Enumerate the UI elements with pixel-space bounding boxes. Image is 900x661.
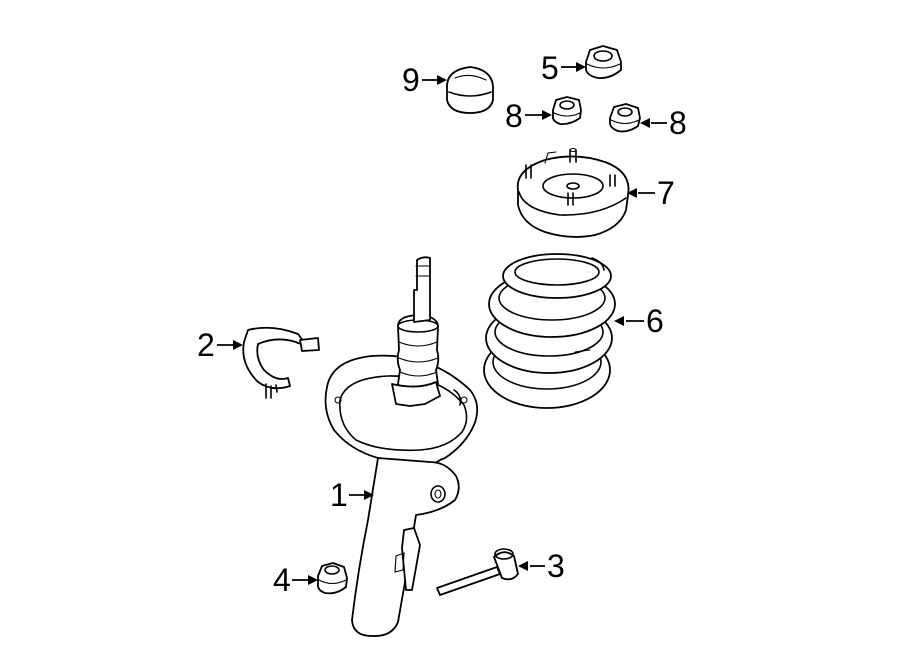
callout-7: 7	[627, 175, 675, 211]
spring-isolator-part	[242, 326, 320, 399]
coil-spring-part	[483, 253, 616, 409]
callout-7-number: 7	[657, 175, 675, 211]
callout-5-number: 5	[541, 50, 559, 86]
callout-5: 5	[541, 50, 586, 86]
dust-cap-part	[446, 66, 494, 114]
callout-1-number: 1	[330, 477, 348, 513]
callout-3: 3	[518, 548, 565, 584]
lower-nut-part	[316, 562, 348, 595]
pinch-bolt-part	[436, 548, 519, 596]
callout-2: 2	[197, 327, 243, 363]
upper-nut-part	[585, 45, 622, 79]
callout-8-right: 8	[640, 105, 687, 141]
callout-3-number: 3	[547, 548, 565, 584]
callout-4: 4	[273, 562, 318, 598]
strut-assembly-part	[324, 256, 479, 637]
callout-8-left-number: 8	[505, 98, 523, 134]
callout-6: 6	[614, 303, 664, 339]
callout-4-number: 4	[273, 562, 291, 598]
callout-9-number: 9	[402, 62, 420, 98]
mount-nut-left-part	[551, 96, 582, 126]
mount-nut-right-part	[609, 103, 641, 133]
strut-mount-part	[516, 147, 630, 238]
callout-8-right-number: 8	[669, 105, 687, 141]
callout-1: 1	[330, 477, 374, 513]
callout-8-left: 8	[505, 98, 552, 134]
callout-6-number: 6	[646, 303, 664, 339]
callout-9: 9	[402, 62, 447, 98]
callout-2-number: 2	[197, 327, 215, 363]
